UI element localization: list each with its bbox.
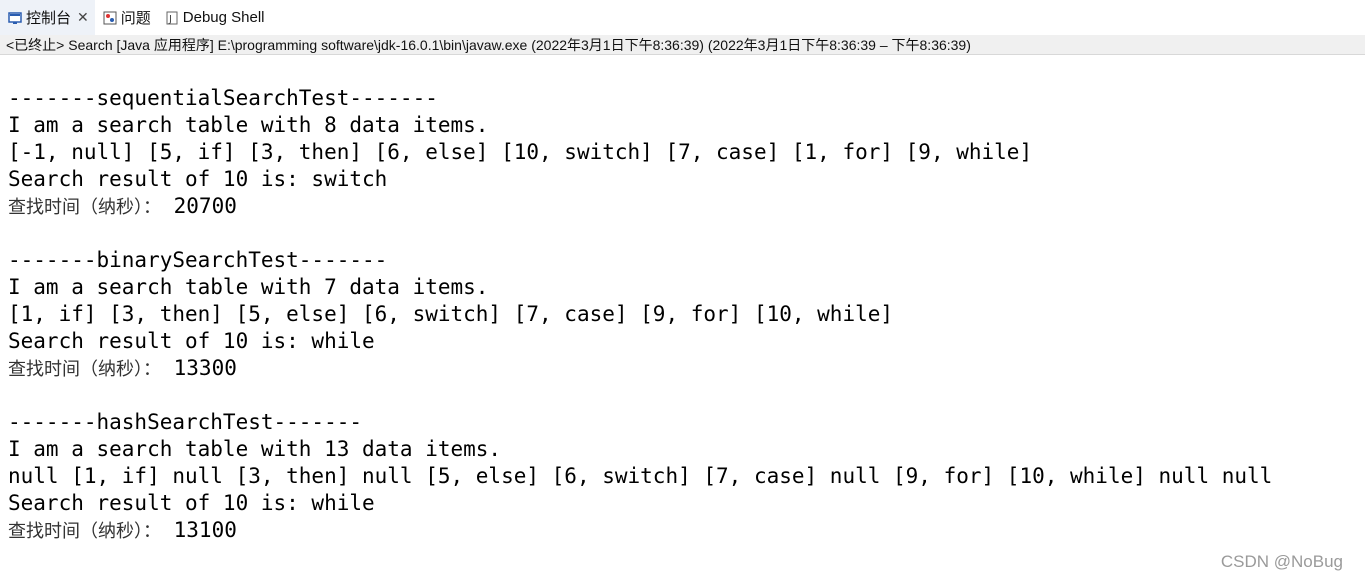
search-time: 查找时间（纳秒）： 13100 xyxy=(8,517,237,544)
search-time-label: 查找时间（纳秒）： xyxy=(8,359,161,380)
table-summary: I am a search table with 8 data items. xyxy=(8,113,489,137)
search-time-value: 13300 xyxy=(161,356,237,380)
table-summary: I am a search table with 13 data items. xyxy=(8,437,502,461)
tab-console-label: 控制台 xyxy=(26,10,72,27)
svg-text:J: J xyxy=(168,14,172,25)
close-icon[interactable]: ✕ xyxy=(77,9,89,25)
console-status-line: <已终止> Search [Java 应用程序] E:\programming … xyxy=(0,35,1365,55)
tab-debug-shell-label: Debug Shell xyxy=(182,9,265,26)
tab-console[interactable]: 控制台 ✕ xyxy=(0,0,95,35)
table-items: null [1, if] null [3, then] null [5, els… xyxy=(8,464,1273,488)
debug-shell-icon: J xyxy=(165,11,179,25)
problems-icon xyxy=(103,11,117,25)
search-result: Search result of 10 is: while xyxy=(8,329,375,353)
table-items: [-1, null] [5, if] [3, then] [6, else] [… xyxy=(8,140,1033,164)
tab-problems-label: 问题 xyxy=(120,10,151,27)
console-icon xyxy=(8,11,22,25)
section-header: -------sequentialSearchTest------- xyxy=(8,86,438,110)
search-result: Search result of 10 is: switch xyxy=(8,167,388,191)
search-time-value: 20700 xyxy=(161,194,237,218)
watermark: CSDN @NoBug xyxy=(1220,552,1343,571)
table-items: [1, if] [3, then] [5, else] [6, switch] … xyxy=(8,302,894,326)
console-output[interactable]: -------sequentialSearchTest------- I am … xyxy=(0,56,1365,582)
search-result: Search result of 10 is: while xyxy=(8,491,375,515)
search-time-label: 查找时间（纳秒）： xyxy=(8,521,161,542)
search-time: 查找时间（纳秒）： 13300 xyxy=(8,355,237,382)
search-time-label: 查找时间（纳秒）： xyxy=(8,197,161,218)
search-time-value: 13100 xyxy=(161,518,237,542)
table-summary: I am a search table with 7 data items. xyxy=(8,275,489,299)
view-tab-bar: 控制台 ✕ 问题 J Debug Shell xyxy=(0,0,1365,36)
search-time: 查找时间（纳秒）： 20700 xyxy=(8,193,237,220)
tab-problems[interactable]: 问题 xyxy=(95,0,157,35)
section-header: -------binarySearchTest------- xyxy=(8,248,388,272)
tab-debug-shell[interactable]: J Debug Shell xyxy=(157,0,271,35)
section-header: -------hashSearchTest------- xyxy=(8,410,363,434)
